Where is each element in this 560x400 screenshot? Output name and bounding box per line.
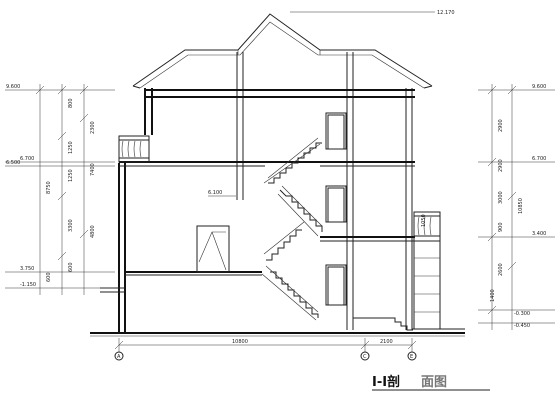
left-dim-inner-1: 800 [68, 98, 74, 108]
axis-bubble-c: C [360, 351, 370, 361]
drawing-title-suffix: 面图 [421, 375, 447, 390]
parapet-dim: 1050 [421, 214, 427, 227]
right-dim-inner-4: 2600 [498, 263, 504, 276]
span-right-dim: 2100 [380, 339, 393, 345]
ground-line [90, 328, 465, 337]
right-elevation-3: 3.400 [532, 231, 546, 237]
left-elevation-5: -1.150 [20, 282, 36, 288]
span-left-dim: 10800 [232, 339, 248, 345]
left-elevation-2: 6.700 [20, 156, 34, 162]
right-dim-outer-1: 10850 [518, 198, 524, 214]
right-annex [413, 240, 441, 330]
floor-slabs [100, 89, 440, 293]
left-dim-inner-5: 3300 [68, 219, 74, 232]
left-dim-inner-3: 1250 [68, 141, 74, 154]
right-dim-inner-3: 3000 [498, 191, 504, 204]
stairs [261, 137, 413, 331]
left-elevation-1: 9.600 [6, 84, 20, 90]
doors [196, 112, 347, 306]
roof [132, 13, 433, 89]
left-dimension-column [5, 84, 115, 295]
right-dim-inner-1: 2900 [498, 119, 504, 132]
left-dim-outer-1: 7400 [90, 163, 96, 176]
ridge-elevation: 12.170 [437, 10, 455, 16]
axis-bubble-a: A [114, 351, 124, 361]
svg-text:A: A [117, 354, 121, 360]
left-dim-inner-2: 2300 [90, 121, 96, 134]
left-elevation-3: 6.500 [6, 160, 20, 166]
left-dim-outer-4: 600 [46, 272, 52, 282]
axis-bubble-e: E [407, 351, 417, 361]
left-balcony [118, 135, 150, 163]
right-dimension-column [478, 84, 555, 330]
right-elevation-4: -0.300 [514, 311, 530, 317]
bottom-dimensions [114, 338, 417, 352]
svg-text:C: C [363, 354, 367, 360]
svg-text:E: E [410, 354, 413, 360]
right-elevation-5: -0.450 [514, 323, 530, 329]
landing-elevation: 6.100 [208, 190, 222, 196]
left-dim-inner-6: 600 [68, 262, 74, 272]
right-dim-inner-6: 1400 [490, 289, 496, 302]
drawing-title: I-I剖 [372, 374, 400, 390]
right-dim-inner-2: 2900 [498, 159, 504, 172]
walls [118, 52, 413, 333]
left-dim-outer-3: 4800 [90, 225, 96, 238]
right-dim-inner-5: 900 [498, 222, 504, 232]
right-balcony [413, 211, 441, 242]
right-elevation-1: 9.600 [532, 84, 546, 90]
left-dim-inner-4: 1250 [68, 169, 74, 182]
right-elevation-2: 6.700 [532, 156, 546, 162]
left-elevation-4: 3.750 [20, 266, 34, 272]
left-dim-outer-2: 8750 [46, 181, 52, 194]
